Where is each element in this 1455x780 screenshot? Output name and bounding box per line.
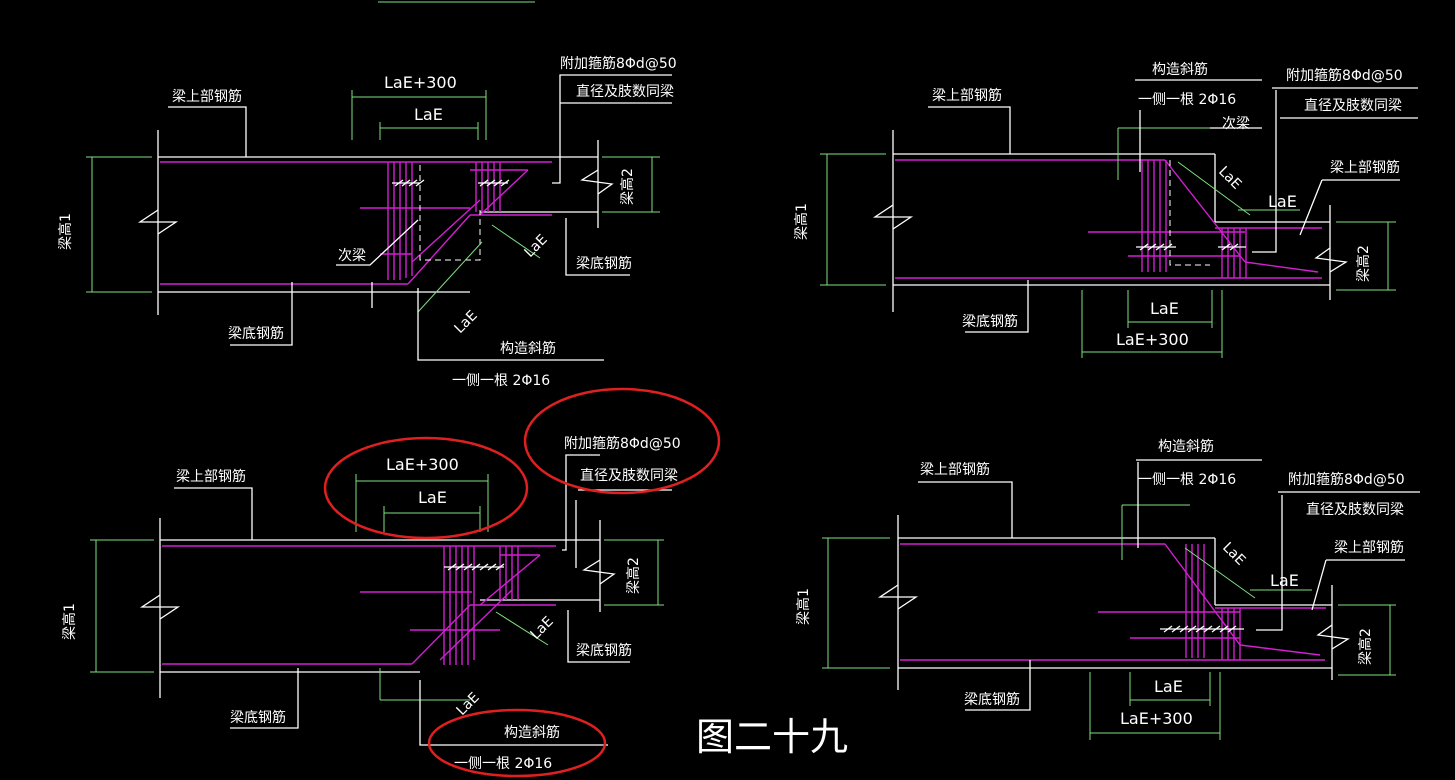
dim-laE-label-side: LaE: [1268, 192, 1297, 211]
figure-caption: 图二十九: [696, 715, 848, 759]
beam-height-1-label: 梁高1: [61, 603, 78, 640]
top-rebar-label-2: 梁上部钢筋: [1330, 159, 1400, 176]
bottom-rebar-label-2: 梁底钢筋: [576, 255, 632, 272]
beam-height-1-label: 梁高1: [793, 203, 810, 240]
dim-laE300-label: LaE+300: [384, 73, 457, 92]
detail-bottom-left: 梁上部钢筋 梁底钢筋 LaE+300 LaE 附加箍筋8Φd@50 直径及肢数同…: [61, 387, 721, 778]
bottom-rebar-label: 梁底钢筋: [962, 313, 1018, 330]
stirrup-label: 附加箍筋8Φd@50: [560, 55, 677, 72]
detail-bottom-right: 梁上部钢筋 梁底钢筋 构造斜筋 一侧一根 2Φ16 附加箍筋8Φd@50 直径及…: [795, 438, 1420, 740]
stirrup-label: 附加箍筋8Φd@50: [1288, 471, 1405, 488]
top-rebar-label: 梁上部钢筋: [172, 88, 242, 105]
bottom-rebar-label-2: 梁底钢筋: [576, 642, 632, 659]
diag-spec-label: 一侧一根 2Φ16: [452, 373, 550, 389]
stirrup-note: 直径及肢数同梁: [580, 467, 678, 484]
top-rebar-label-2: 梁上部钢筋: [1334, 539, 1404, 556]
detail-top-left: 梁上部钢筋 梁底钢筋 次梁 LaE+300 LaE 附加箍筋8Φd@50 直径及…: [57, 55, 677, 389]
highlight-ellipse-stirrups: [523, 387, 721, 495]
dim-diag-label-2: LaE: [452, 308, 481, 337]
beam-height-1-label: 梁高1: [795, 588, 812, 625]
highlight-ellipse-dims: [323, 436, 529, 540]
stirrup-label: 附加箍筋8Φd@50: [564, 435, 681, 452]
stirrup-label: 附加箍筋8Φd@50: [1286, 67, 1403, 84]
bottom-rebar-label: 梁底钢筋: [228, 325, 284, 342]
beam-height-1-label: 梁高1: [57, 213, 74, 250]
detail-top-right: 梁上部钢筋 梁底钢筋 构造斜筋 一侧一根 2Φ16 次梁 附加箍筋8Φd@50 …: [793, 61, 1418, 358]
secondary-beam-label: 次梁: [1222, 116, 1250, 132]
diag-title-label: 构造斜筋: [1152, 61, 1208, 78]
top-rebar-label: 梁上部钢筋: [932, 87, 1002, 104]
top-rebar-label: 梁上部钢筋: [920, 461, 990, 478]
dim-laE-label-side: LaE: [1270, 571, 1299, 590]
diag-spec-label: 一侧一根 2Φ16: [1138, 92, 1236, 108]
secondary-beam-label: 次梁: [338, 248, 366, 264]
dim-laE-label: LaE: [418, 488, 447, 507]
beam-height-2-label: 梁高2: [1357, 628, 1374, 665]
dim-laE-label: LaE: [1154, 677, 1183, 696]
bottom-rebar-label: 梁底钢筋: [230, 709, 286, 726]
beam-height-2-label: 梁高2: [619, 168, 636, 205]
top-rebar-label: 梁上部钢筋: [176, 468, 246, 485]
stirrup-note: 直径及肢数同梁: [1306, 501, 1404, 518]
diag-spec-label: 一侧一根 2Φ16: [454, 756, 552, 772]
diag-title-label: 构造斜筋: [500, 340, 556, 357]
stirrup-note: 直径及肢数同梁: [576, 83, 674, 100]
dim-laE-label: LaE: [414, 105, 443, 124]
dim-laE300-label: LaE+300: [386, 455, 459, 474]
beam-height-2-label: 梁高2: [625, 557, 642, 594]
diag-title-label: 构造斜筋: [504, 724, 560, 741]
diag-title-label: 构造斜筋: [1158, 438, 1214, 455]
dim-laE-label: LaE: [1150, 299, 1179, 318]
dim-diag-label: LaE: [1219, 540, 1248, 569]
dim-diag-label: LaE: [528, 614, 557, 643]
dim-laE300-label: LaE+300: [1120, 709, 1193, 728]
dim-laE300-label: LaE+300: [1116, 330, 1189, 349]
highlight-ellipse-diag-rebar: [427, 708, 607, 778]
dim-diag-label: LaE: [1215, 164, 1244, 193]
stirrup-note: 直径及肢数同梁: [1304, 97, 1402, 114]
bottom-rebar-label: 梁底钢筋: [964, 691, 1020, 708]
dim-diag-label: LaE: [522, 232, 551, 261]
diag-spec-label: 一侧一根 2Φ16: [1138, 472, 1236, 488]
beam-height-2-label: 梁高2: [1355, 245, 1372, 282]
